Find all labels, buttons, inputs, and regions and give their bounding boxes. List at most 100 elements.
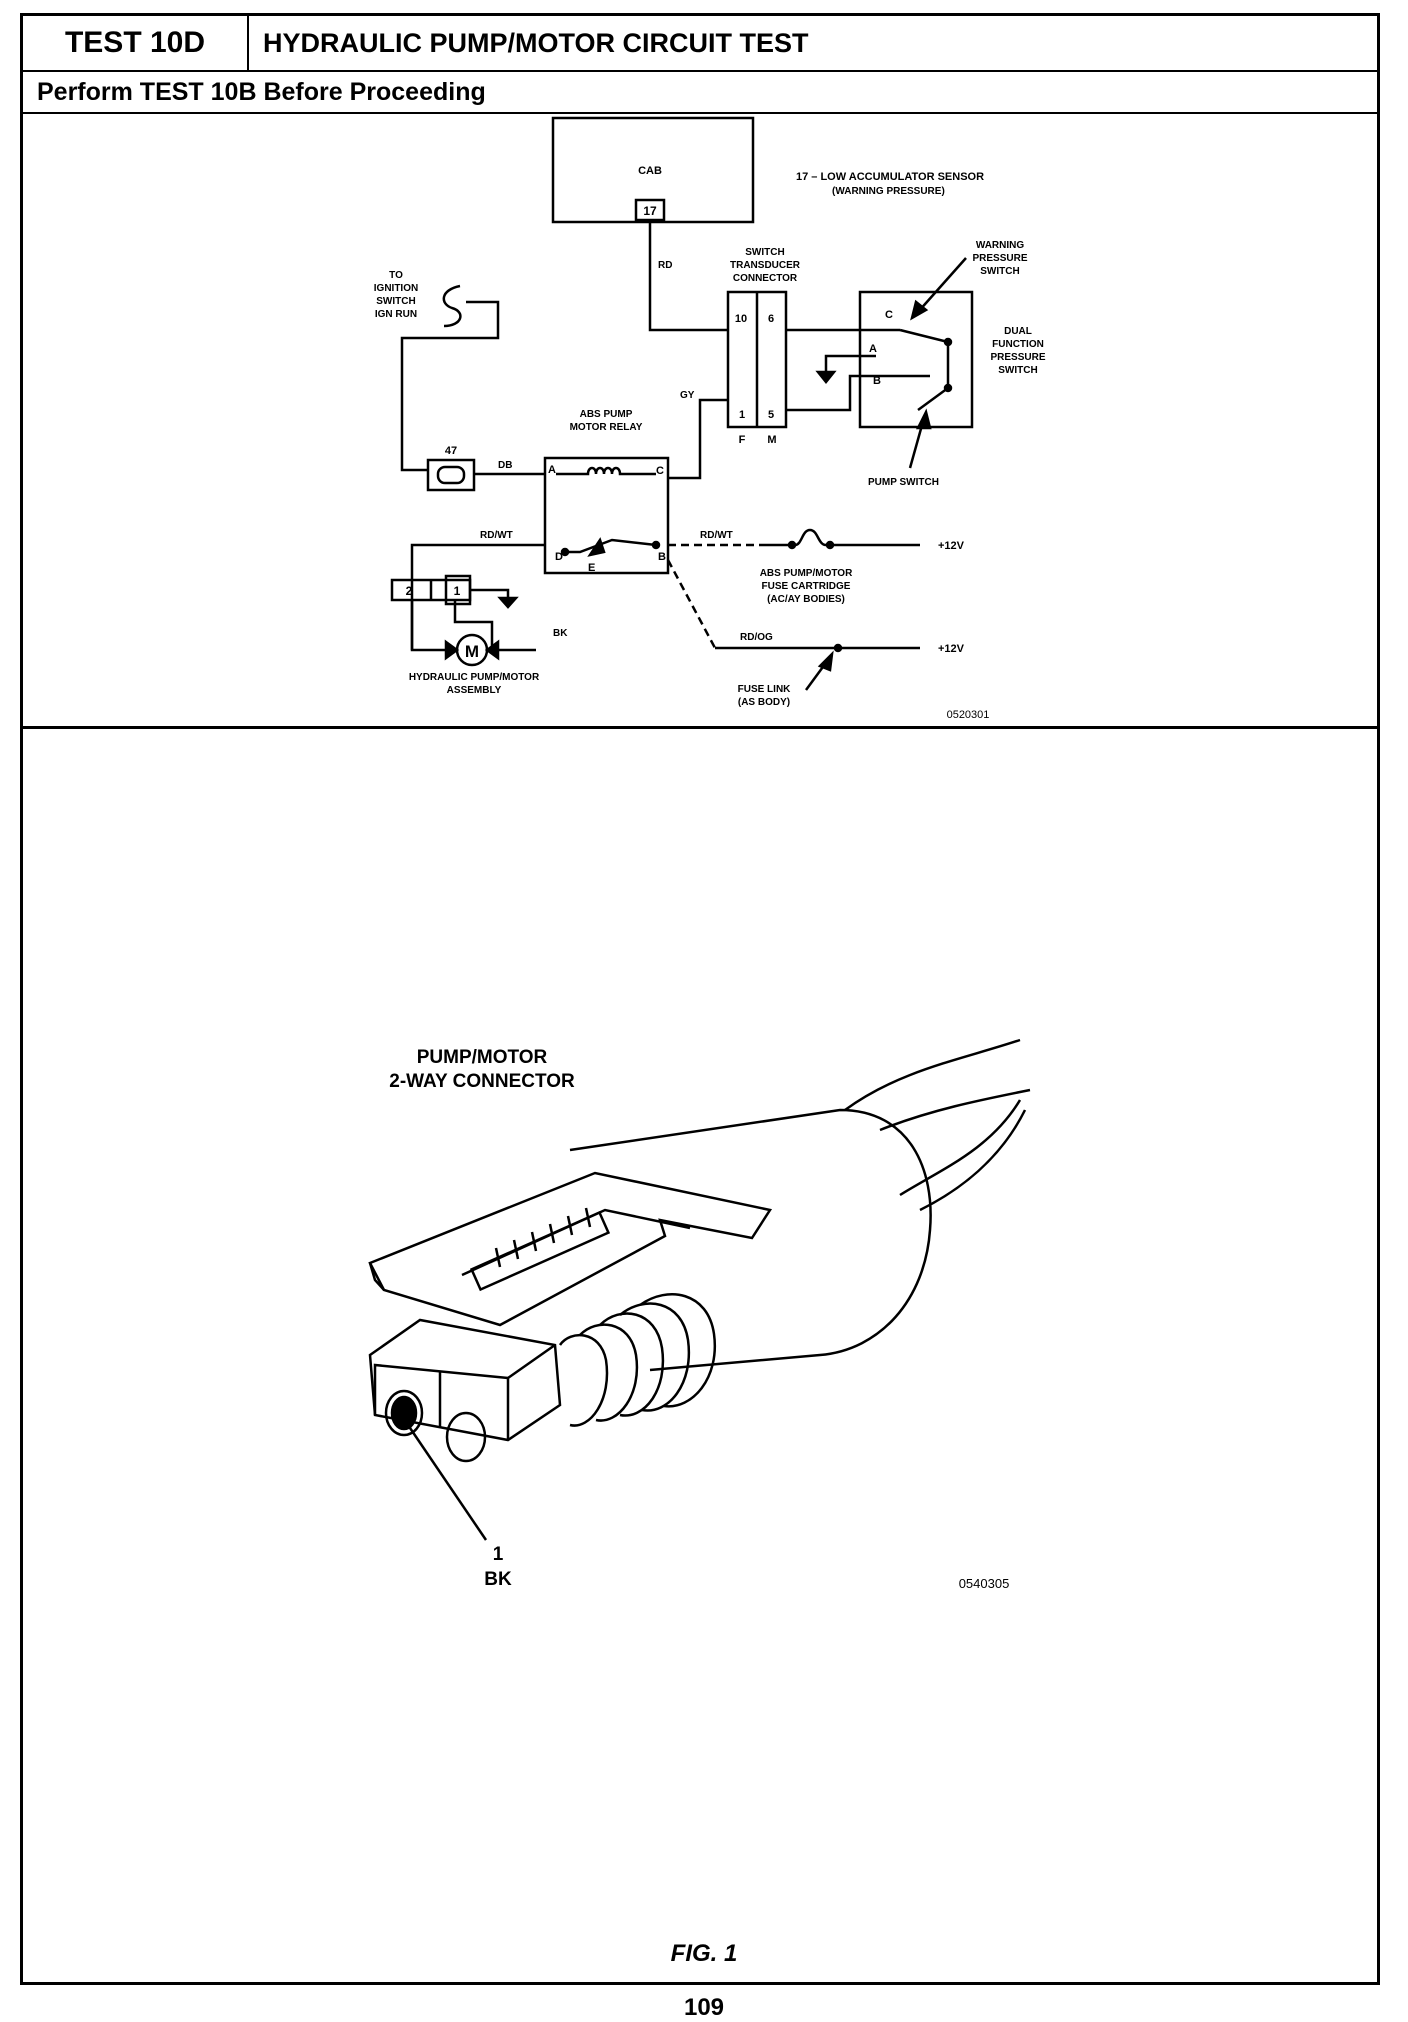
ignition-label-2: IGNITION [374,283,418,294]
connector-pin-6: 6 [768,313,774,325]
connector-pin-f: F [739,434,746,446]
connector-slot-tick-1 [494,1247,502,1268]
relay-node-d [560,547,570,557]
motor-pin-2: 2 [406,584,413,598]
title-row: TEST 10D HYDRAULIC PUMP/MOTOR CIRCUIT TE… [23,16,1377,72]
connector-front-face [373,1363,509,1415]
relay-terminal-b: B [658,551,666,563]
switch-terminal-c: C [885,309,893,321]
connector-slot-tick-5 [566,1215,574,1236]
page-frame: TEST 10D HYDRAULIC PUMP/MOTOR CIRCUIT TE… [20,13,1380,1985]
relay-box [543,456,670,575]
relay-contact [565,538,657,554]
ignition-label-4: IGN RUN [375,309,417,320]
relay-terminal-a: A [548,464,556,476]
relay-terminal-c: C [656,465,664,477]
warning-arrow-head [910,299,929,321]
connector-wire-3 [899,1099,1022,1197]
subtitle-row: Perform TEST 10B Before Proceeding [23,72,1377,114]
wire-rd-label: RD [658,260,672,271]
panel-divider [23,726,1377,729]
ignition-break-icon [442,284,462,328]
fuse-47-box [426,458,476,492]
fuse-link-arrow-head [817,650,834,672]
connector-slot-tick-6 [584,1207,592,1228]
relay-coil-icon [556,466,656,476]
switch-ground-wire [824,354,876,372]
connector-pin-m: M [767,434,776,446]
fuse-link-label-2: (AS BODY) [738,697,790,708]
pin-num: 1 [493,1544,504,1565]
switch-node-2 [943,383,953,393]
fuse-link-node [833,643,843,653]
relay-label-2: MOTOR RELAY [570,422,643,433]
schematic-fig-code: 0520301 [947,709,990,721]
cab-pin-desc-1: 17 – LOW ACCUMULATOR SENSOR [796,171,984,183]
connector-fig-code: 0540305 [959,1576,1010,1591]
switch-terminal-b: B [873,375,881,387]
warning-arrow [917,257,967,313]
connector-rear-body [569,1108,932,1372]
warning-switch-label-1: WARNING [976,240,1025,251]
warning-switch-label-2: PRESSURE [972,253,1027,264]
pin-color: BK [484,1569,512,1590]
fuse-cartridge-label-1: ABS PUMP/MOTOR [760,568,853,579]
cab-label: CAB [638,165,662,177]
fig-caption: FIG. 1 [670,1940,738,1967]
warning-switch-label-3: SWITCH [980,266,1019,277]
pump-switch-label: PUMP SWITCH [868,477,939,488]
test-id: TEST 10D [23,16,249,70]
connector-rib-2 [579,1323,639,1422]
cab-pin-box [634,198,666,222]
connector-pin-1: 1 [739,409,745,421]
page-number: 109 [683,1994,725,2021]
motor-ground-icon [497,596,519,609]
wire-gy [668,398,728,480]
connector-cavity-2 [445,1411,487,1463]
fuse-47-label: 47 [445,445,457,457]
connector-slot-tick-4 [548,1223,556,1244]
connector-title-1: PUMP/MOTOR [417,1047,548,1068]
fuse-cartridge-label-3: (AC/AY BODIES) [767,594,845,605]
fuse-cartridge-label-2: FUSE CARTRIDGE [762,581,851,592]
relay-label-1: ABS PUMP [580,409,633,420]
wire-rdwt2-label: RD/WT [700,530,733,541]
cab-pin: 17 [643,204,657,218]
dual-switch-label-4: SWITCH [998,365,1037,376]
pin-pointer [406,1424,488,1541]
wire-bk-label: BK [553,628,568,639]
connector-rib-3 [599,1312,665,1417]
plus12-a: +12V [938,540,965,552]
switch-connector-label-3: CONNECTOR [733,273,798,284]
connector-figure: PUMP/MOTOR 2-WAY CONNECTOR [368,1038,1031,1591]
motor-wire-1 [453,600,494,650]
connector-pin-10: 10 [735,313,747,325]
connector-rib-5 [639,1293,717,1408]
wire-rdog-label: RD/OG [740,632,773,643]
schematic: CAB 17 17 – LOW ACCUMULATOR SENSOR (WARN… [374,116,1046,721]
fuse-cartridge-node-1 [787,540,797,550]
motor-label-1: HYDRAULIC PUMP/MOTOR [409,672,540,683]
switch-node-1 [943,337,953,347]
wire-rd [648,222,728,332]
switch-terminal-a: A [869,343,877,355]
motor-terminal-left [444,639,460,661]
connector-wire-4 [919,1109,1027,1212]
subtitle: Perform TEST 10B Before Proceeding [37,78,486,106]
dual-switch-label-2: FUNCTION [992,339,1044,350]
dual-switch-label-3: PRESSURE [990,352,1045,363]
relay-node-b [651,540,661,550]
cab-box [551,116,755,224]
ignition-label-1: TO [389,270,403,281]
connector-latch-edge [368,1262,385,1291]
wire-ignition [400,300,500,472]
motor-pin-1: 1 [454,584,461,598]
dual-switch-box [858,290,974,429]
connector-title-2: 2-WAY CONNECTOR [389,1071,575,1092]
relay-terminal-e: E [588,562,595,574]
switch-connector-label-1: SWITCH [745,247,784,258]
switch-ground-icon [815,370,837,385]
connector-latch-slot [469,1210,611,1292]
relay-terminal-d: D [555,551,563,563]
